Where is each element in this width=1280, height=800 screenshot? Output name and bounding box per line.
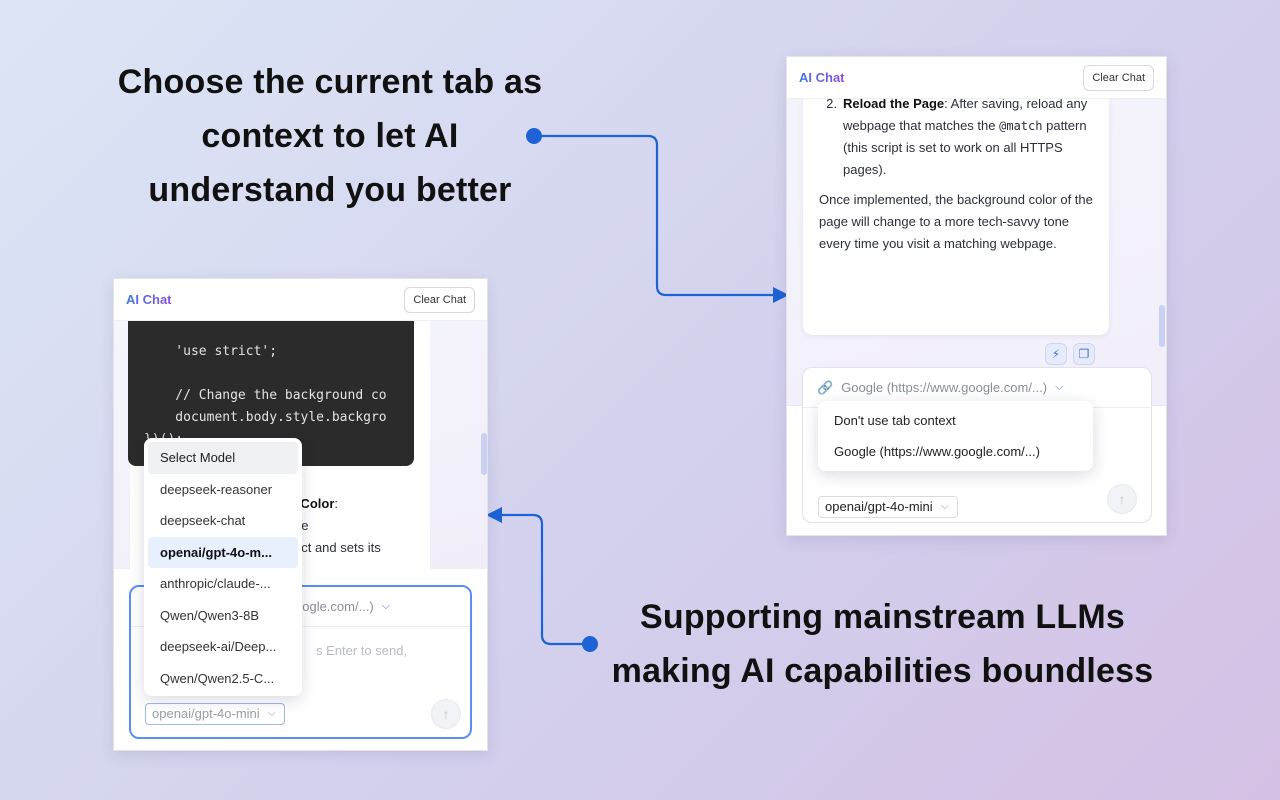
model-option-header: Select Model <box>148 442 298 474</box>
model-option[interactable]: deepseek-reasoner <box>160 481 273 497</box>
message-input-placeholder[interactable]: s Enter to send, <box>316 643 408 658</box>
clear-chat-button[interactable]: Clear Chat <box>404 286 475 313</box>
context-option[interactable]: Don't use tab context <box>834 413 956 428</box>
scrollbar-thumb[interactable] <box>481 433 487 475</box>
chevron-down-icon: ⌵ <box>381 600 391 612</box>
model-option-selected[interactable]: openai/gpt-4o-m... <box>148 536 298 568</box>
arrow-top-start-dot <box>526 128 542 144</box>
chevron-down-icon: ⌵ <box>941 501 949 512</box>
arrow-bottom-head <box>486 507 502 523</box>
model-select[interactable]: openai/gpt-4o-mini ⌵ <box>818 496 958 518</box>
chevron-down-icon: ⌵ <box>268 708 276 719</box>
send-button[interactable]: ↑ <box>431 699 461 729</box>
chat-history[interactable]: 2. Reload the Page: After saving, reload… <box>787 99 1166 405</box>
arrow-top <box>534 134 775 297</box>
assistant-message: 2. Reload the Page: After saving, reload… <box>803 99 1109 335</box>
tab-context-dropdown: Don't use tab context Google (https://ww… <box>818 401 1093 471</box>
message-text: ect and sets its <box>294 540 381 555</box>
model-option[interactable]: Qwen/Qwen2.5-C... <box>160 670 275 686</box>
context-option[interactable]: Google (https://www.google.com/...) <box>834 444 1040 459</box>
model-option[interactable]: deepseek-ai/Deep... <box>160 639 277 654</box>
arrow-top-head <box>773 287 789 303</box>
arrow-bottom-start-dot <box>582 636 598 652</box>
panel-header: AI Chat Clear Chat <box>787 57 1166 99</box>
copy-icon[interactable]: ❐ <box>1073 343 1095 365</box>
link-icon: 🔗 <box>817 379 834 395</box>
model-option[interactable]: deepseek-chat <box>160 513 246 528</box>
caption-llms: Supporting mainstream LLMs making AI cap… <box>611 598 1154 690</box>
message-actions: ⚡ ❐ <box>1045 343 1095 365</box>
model-select[interactable]: openai/gpt-4o-mini ⌵ <box>145 703 285 725</box>
app-title: AI Chat <box>799 70 845 85</box>
message-paragraph: Once implemented, the background color o… <box>819 192 1093 251</box>
model-option[interactable]: Qwen/Qwen3-8B <box>160 607 259 623</box>
arrow-bottom <box>500 513 590 646</box>
message-step: 2. Reload the Page: After saving, reload… <box>826 99 1088 177</box>
model-option[interactable]: anthropic/claude-... <box>160 576 271 591</box>
chat-panel-tab-context: AI Chat Clear Chat 2. Reload the Page: A… <box>786 56 1167 536</box>
lightning-icon[interactable]: ⚡ <box>1045 343 1067 365</box>
clear-chat-button[interactable]: Clear Chat <box>1083 64 1154 91</box>
scrollbar-thumb[interactable] <box>1159 305 1165 347</box>
caption-tab-context: Choose the current tab as context to let… <box>117 63 543 209</box>
model-dropdown: Select Model deepseek-reasoner deepseek-… <box>144 438 302 696</box>
panel-header: AI Chat Clear Chat <box>114 279 487 321</box>
send-button[interactable]: ↑ <box>1107 484 1137 514</box>
inline-code: @match <box>999 119 1043 133</box>
chat-panel-model-select: AI Chat Clear Chat 'use strict'; // Chan… <box>113 278 488 751</box>
app-title: AI Chat <box>126 292 172 307</box>
chevron-down-icon: ⌵ <box>1055 381 1064 393</box>
